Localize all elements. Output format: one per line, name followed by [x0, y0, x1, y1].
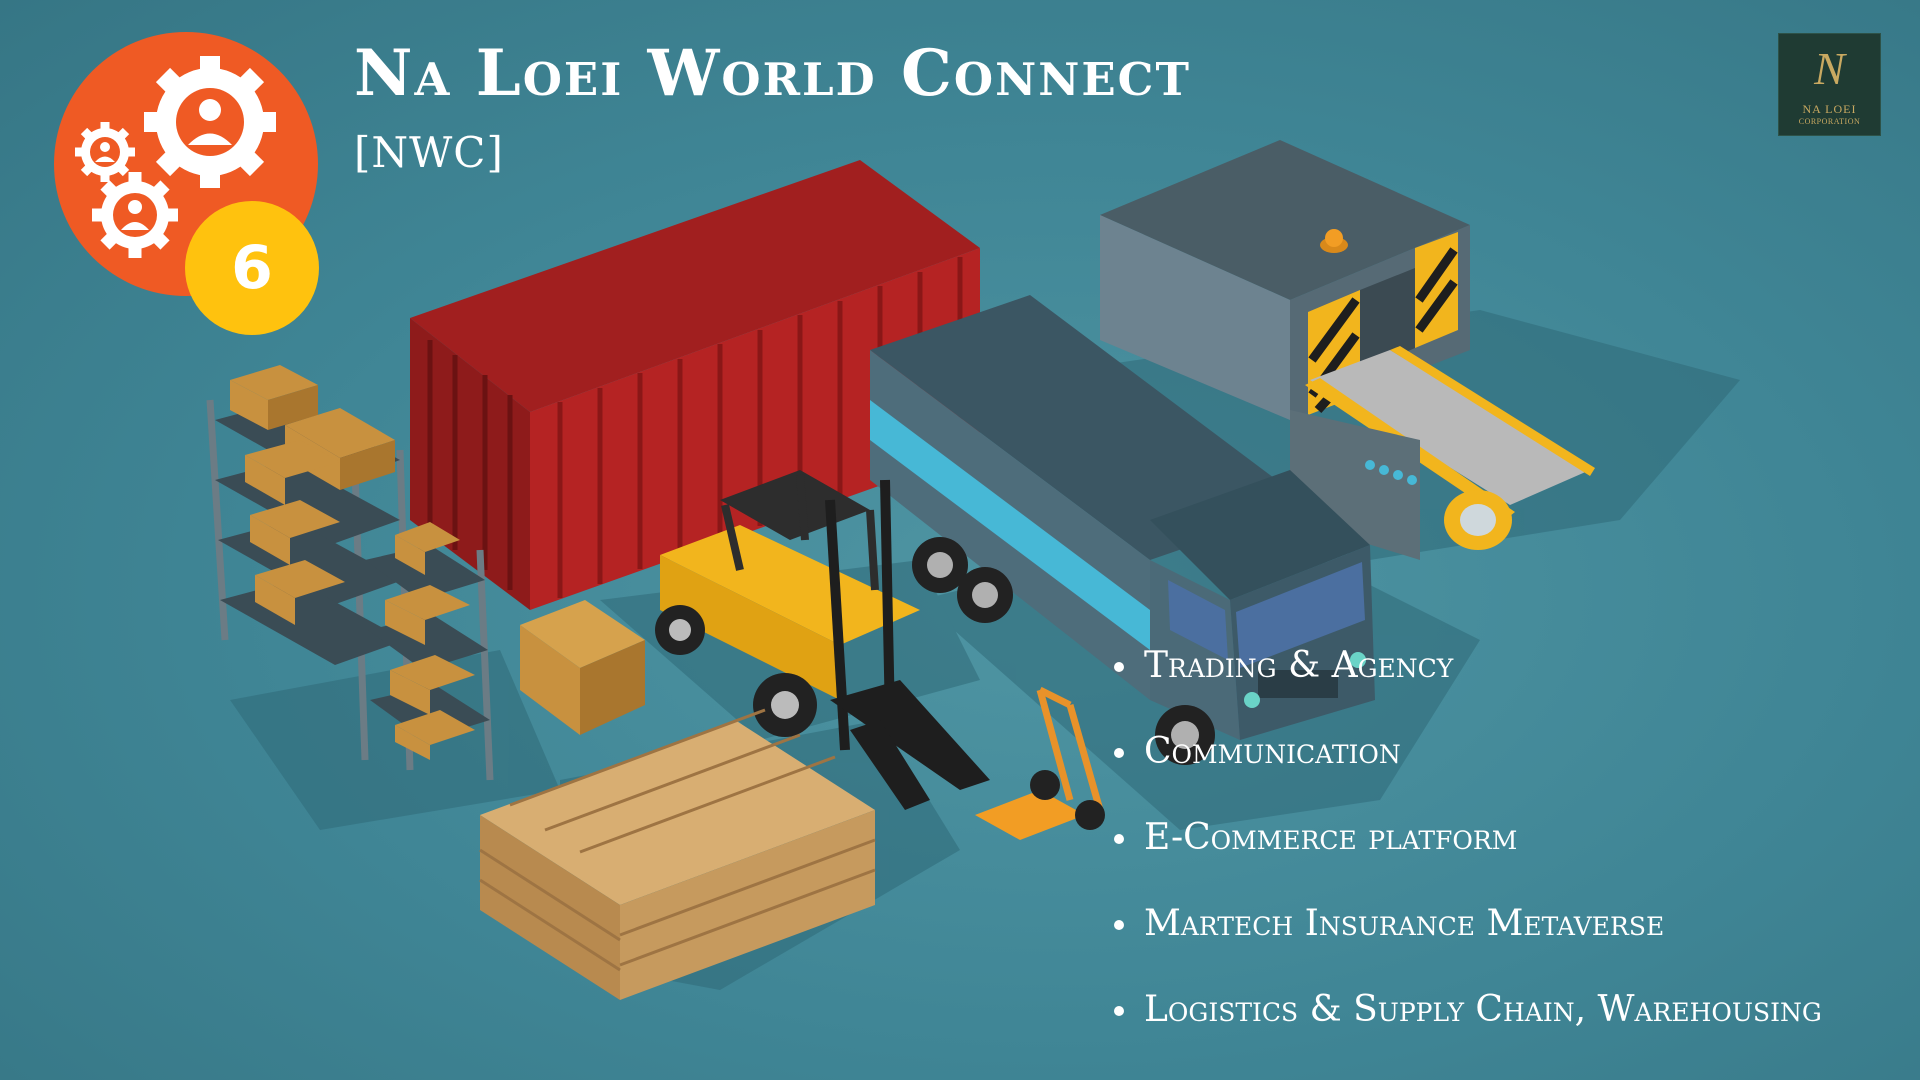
cardboard-box: [520, 600, 645, 735]
badge-number: 6: [231, 233, 273, 303]
service-item: Communication: [1112, 720, 1822, 806]
shelving-with-boxes: [206, 365, 494, 781]
hand-truck: [975, 686, 1105, 840]
forklift: [655, 470, 990, 810]
shipping-container: [410, 160, 980, 610]
page-title: Na Loei World Connect: [354, 36, 1191, 111]
warehouse-building: [1100, 140, 1595, 560]
gears-people-icon: [75, 56, 276, 258]
truck: [870, 295, 1375, 765]
service-item: Trading & Agency: [1112, 634, 1822, 720]
logo-mark: N: [1814, 43, 1845, 94]
service-item: E-Commerce platform: [1112, 806, 1822, 892]
logo-name: NA LOEI: [1802, 102, 1857, 116]
service-item: Logistics & Supply Chain, Warehousing: [1112, 978, 1822, 1064]
company-logo: N NA LOEI CORPORATION: [1778, 33, 1881, 136]
page-subtitle: [NWC]: [354, 128, 504, 177]
logo-subtitle: CORPORATION: [1798, 117, 1861, 126]
wooden-pallets: [479, 708, 876, 1000]
services-list: Trading & Agency Communication E-Commerc…: [1112, 634, 1822, 1064]
service-item: Martech Insurance Metaverse: [1112, 892, 1822, 978]
badge: [54, 32, 319, 335]
